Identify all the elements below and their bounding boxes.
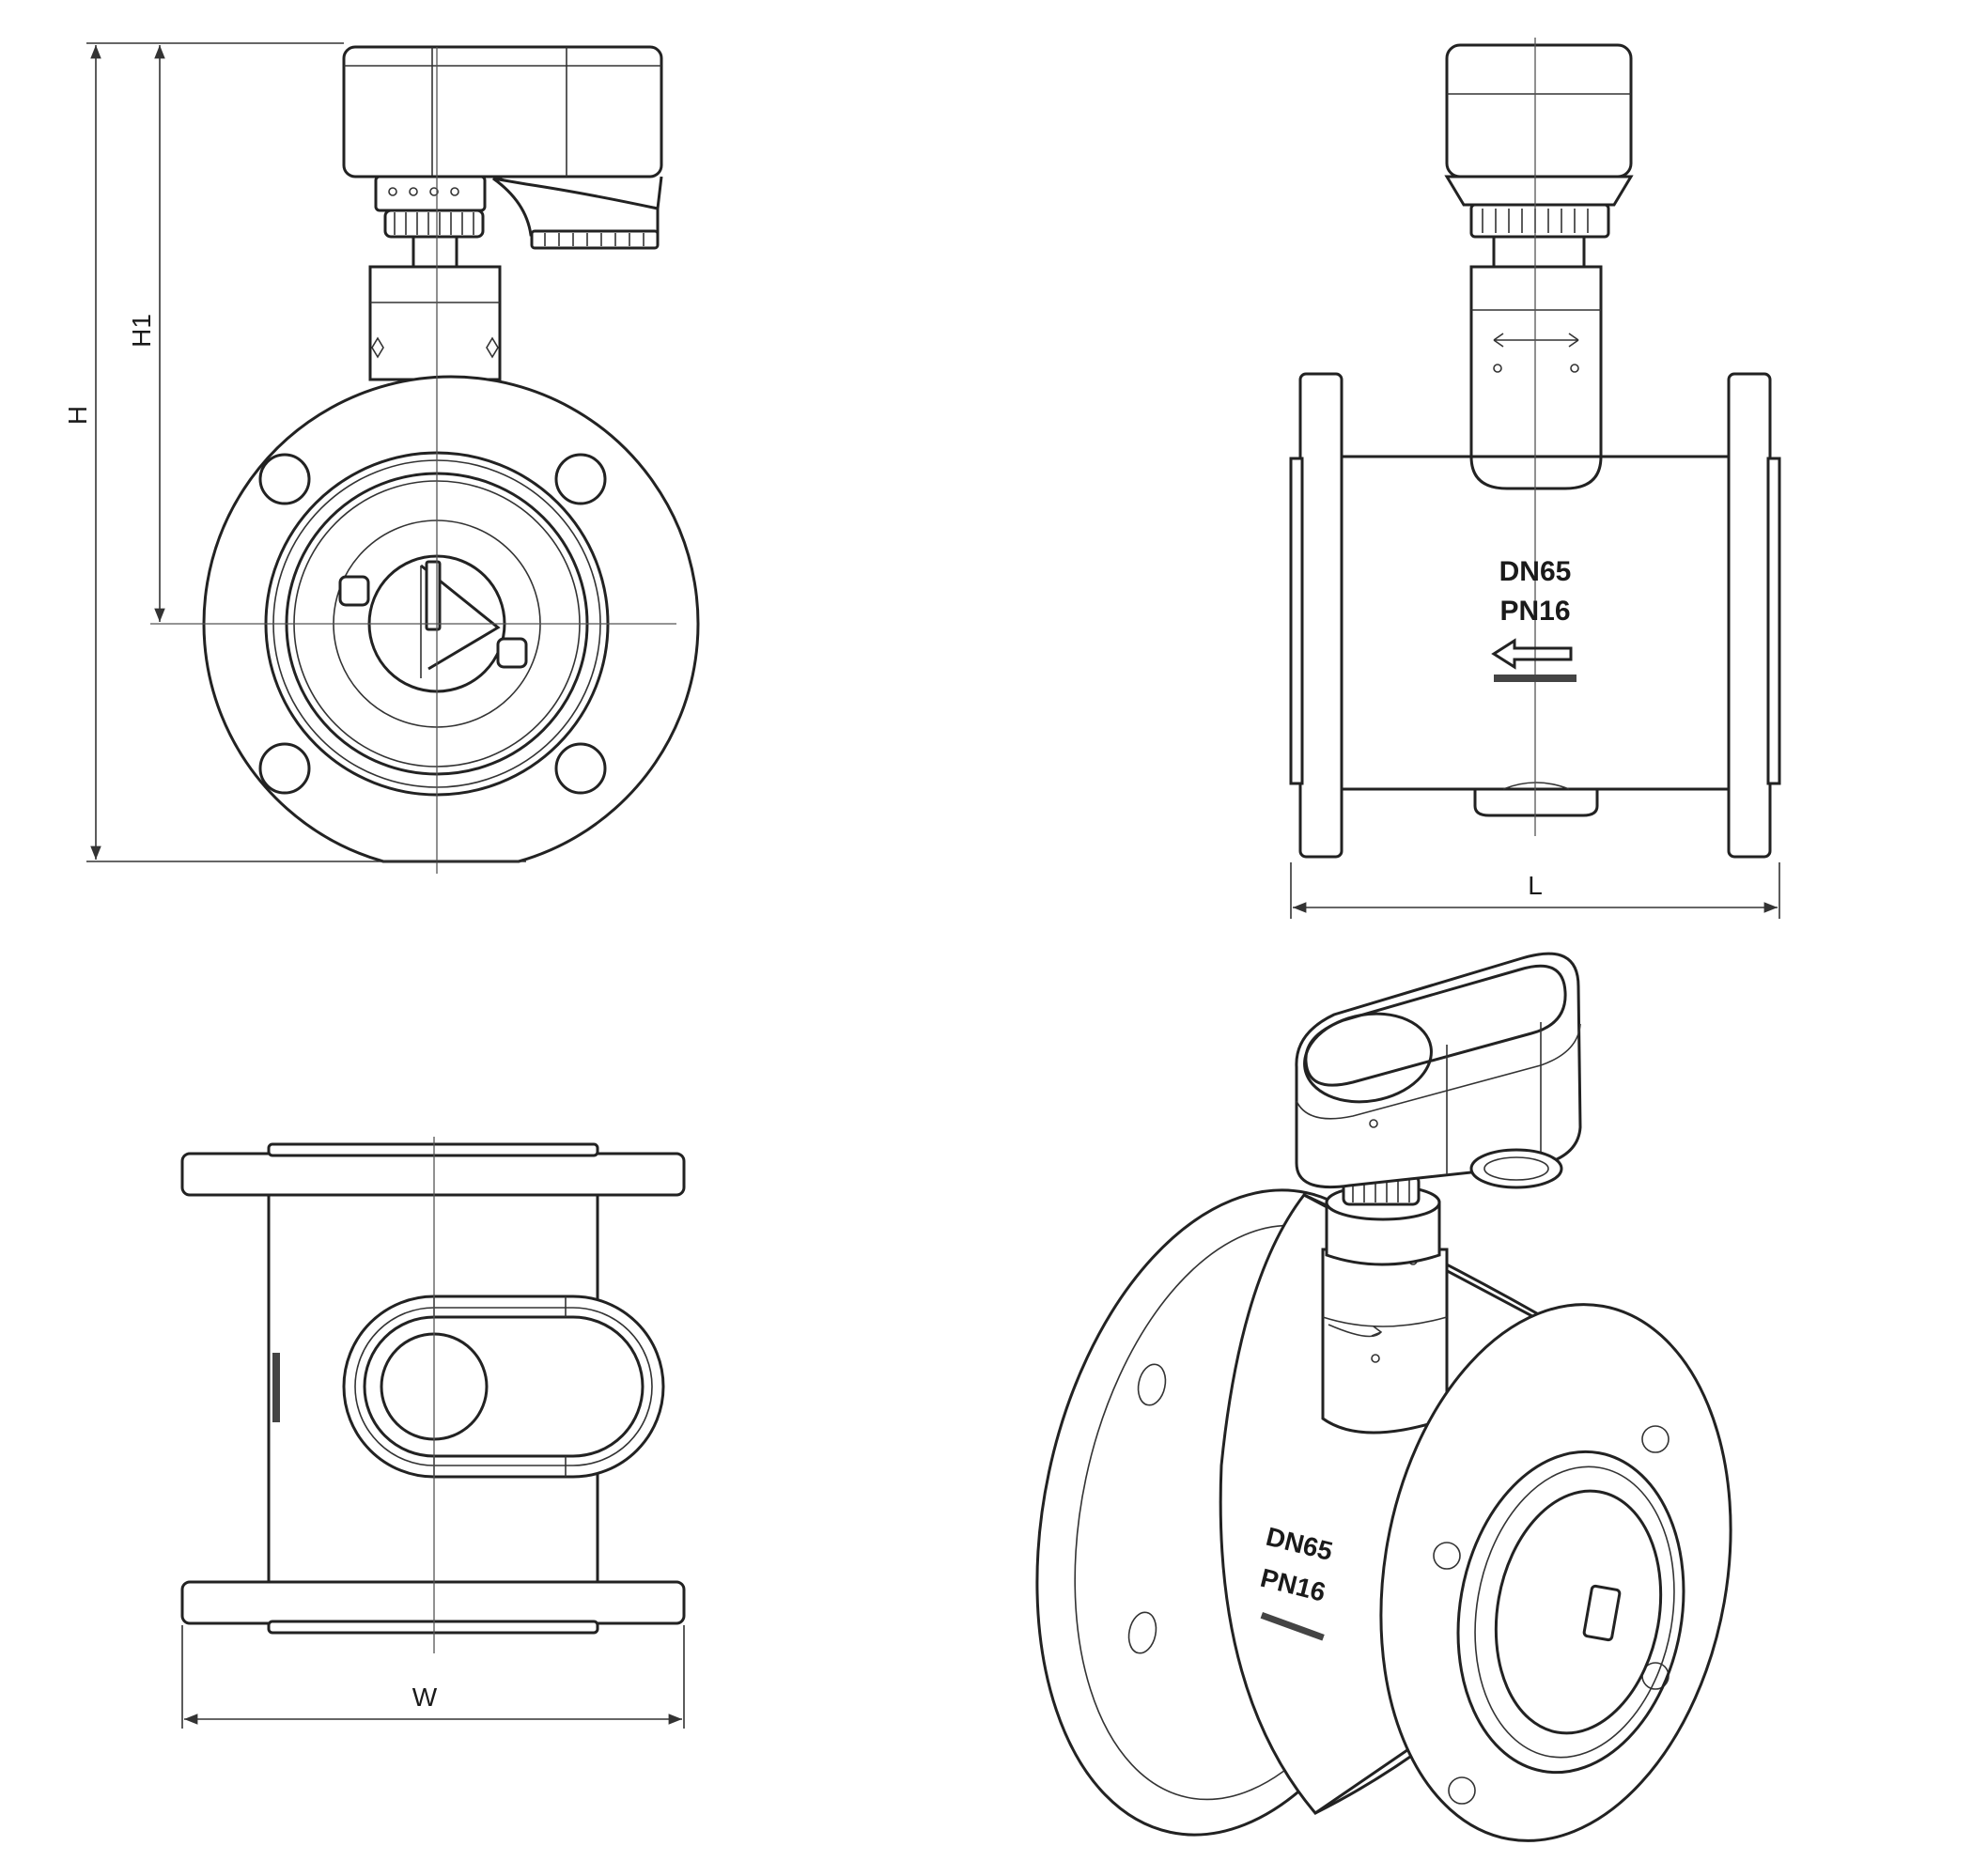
iso-neck — [1321, 1248, 1449, 1435]
dim-label-h1: H1 — [127, 314, 156, 348]
iso-actuator-disc — [1303, 1012, 1433, 1104]
top-flange — [180, 1152, 686, 1197]
brand-mark — [1494, 675, 1576, 682]
bolt-hole — [554, 742, 607, 795]
side-marking — [272, 1353, 280, 1422]
front-view: H H1 — [63, 42, 700, 874]
iso-bore-outer — [1456, 1450, 1685, 1775]
bolt-hole — [258, 742, 311, 795]
iso-right-flange — [1379, 1303, 1732, 1842]
actuator-housing — [342, 45, 663, 178]
top-view: W — [180, 1137, 686, 1729]
valve-neck — [1469, 265, 1603, 466]
bolt-hole — [258, 453, 311, 505]
valve-neck — [368, 265, 502, 381]
left-flange — [1298, 372, 1343, 859]
dim-label-h: H — [63, 406, 92, 425]
side-view: DN65 PN16 L — [1289, 38, 1781, 919]
dim-label-w: W — [412, 1683, 438, 1712]
actuator-top — [342, 1295, 665, 1479]
actuator-housing — [1445, 43, 1633, 178]
iso-brand-mark — [1260, 1612, 1325, 1641]
bottom-flange — [180, 1580, 686, 1625]
isometric-view: DN65 PN16 — [1035, 952, 1732, 1842]
body-marking-pn: PN16 — [1499, 596, 1570, 627]
dim-label-l: L — [1528, 871, 1543, 900]
body-marking-dn: DN65 — [1499, 556, 1572, 587]
bolt-hole — [554, 453, 607, 505]
right-flange — [1727, 372, 1772, 859]
flow-arrow — [1491, 638, 1573, 670]
flange-body — [202, 375, 700, 863]
